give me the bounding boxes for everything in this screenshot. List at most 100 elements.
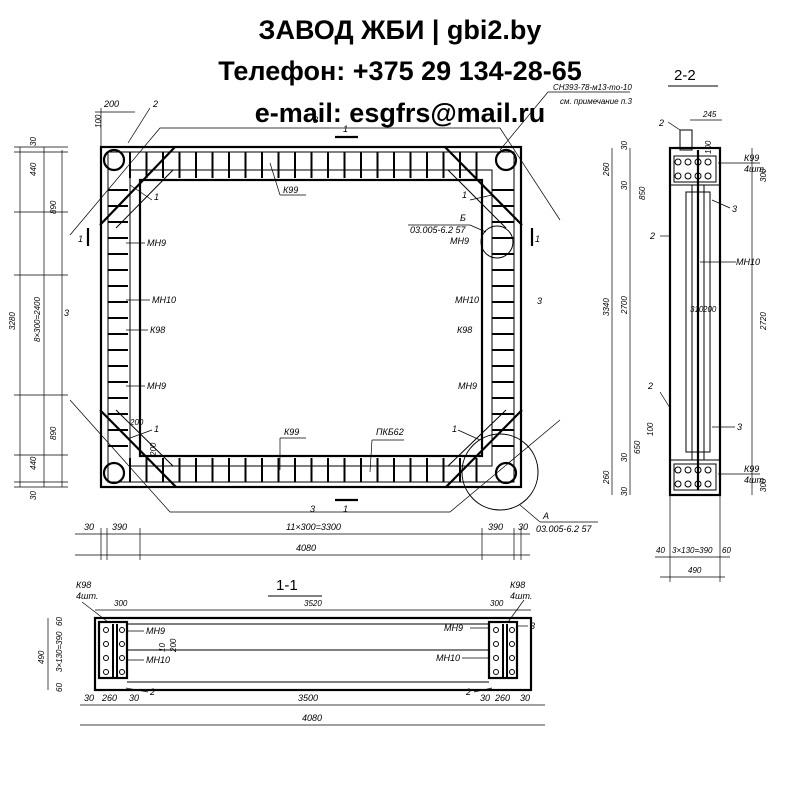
stirrups-bottom — [129, 458, 478, 482]
rebar-dot — [704, 480, 712, 488]
section-1-1-pcs-l: 4шт. — [76, 591, 98, 601]
section-1-1-pos2-r: 2 — [465, 687, 471, 697]
header-email[interactable]: e-mail: esgfrs@mail.ru — [254, 98, 546, 128]
plan-dim-top-200: 200 — [103, 99, 119, 109]
section-1-1-mn9-r: МН9 — [444, 623, 463, 633]
header-company: ЗАВОД ЖБИ | gbi2.by — [258, 15, 542, 45]
section-1-1-dim-t-3520: 3520 — [304, 599, 322, 608]
section-1-1-dim-b-260a: 260 — [101, 693, 117, 703]
section-1-1-dim-l-3x130: 3×130=390 — [55, 631, 64, 672]
section-2-2-dim-r-2720: 2720 — [759, 312, 768, 331]
plan-outer-frame — [99, 145, 523, 489]
plan-dim-bot-11x300: 11×300=3300 — [286, 522, 341, 532]
dim-left-ticks — [14, 146, 68, 488]
section-1-1-pos2-l: 2 — [149, 687, 155, 697]
section-2-2-k99-top: К99 — [744, 153, 759, 163]
section-2-2-pcs-top: 4шт. — [744, 164, 766, 174]
plan-pos3-bot: 3 — [310, 504, 315, 514]
rebar-dot — [684, 158, 692, 166]
plan-dim-left-8x300: 8×300=2400 — [33, 297, 42, 342]
plan-detail-b: Б — [460, 213, 466, 223]
leader-pos1-tr — [469, 194, 493, 201]
section-2-2-pos2-bot: 2 — [647, 381, 653, 391]
stirrup-section — [673, 155, 717, 183]
section-1-1-d200: 200 — [169, 638, 178, 653]
section-2-2-dim-b-490: 490 — [688, 566, 702, 575]
section-2-2-dim-l-30b: 30 — [620, 181, 629, 190]
section-2-2-pos3-top: 3 — [732, 204, 737, 214]
corner-bar-br-b — [447, 409, 507, 467]
plan-dim-bot-390a: 390 — [112, 522, 127, 532]
plan-pos-3-top: 3 — [313, 115, 318, 125]
corner-bar-tr-b — [447, 169, 507, 229]
section-1-1-pcs-r: 4шт. — [510, 591, 532, 601]
plan-rebar-ring-inner — [129, 169, 493, 467]
plan-mn9-r2: МН9 — [458, 381, 477, 391]
section-2-2-pos3-bot: 3 — [737, 422, 742, 432]
section-2-2-dim-l-650: 650 — [633, 440, 642, 454]
section-2-2-dim-r-300a: 300 — [759, 168, 768, 182]
section-2-2-leader-3a — [711, 199, 731, 209]
plan-mn10-l: МН10 — [152, 295, 176, 305]
plan-detail-a-ref: 03.005-6.2 57 — [536, 524, 593, 534]
leader-a — [519, 504, 541, 523]
section-1-1-leader-2l — [125, 687, 149, 693]
rebar-dot — [103, 627, 109, 633]
plan-detail-a: А — [542, 511, 549, 521]
corner-bar-circle-bl — [102, 461, 126, 485]
section-1-1-k98-r: К98 — [510, 580, 525, 590]
section-1-1-dim-b-260b: 260 — [494, 693, 510, 703]
rebar-dot — [103, 669, 109, 675]
plan-pos3-left: 3 — [64, 308, 69, 318]
plan-inner-200b: 200 — [149, 442, 158, 457]
plan-view: 200 100 2 3 1 СН393-78-м13-то-10 см. при… — [8, 83, 632, 560]
rebar-dot — [509, 669, 515, 675]
plan-pos1-tr: 1 — [462, 190, 467, 200]
section-2-2-dim-l-260b: 260 — [602, 470, 611, 485]
rebar-dot — [684, 172, 692, 180]
plan-k99-top: К99 — [283, 185, 298, 195]
section-1-1-dim-b-30a: 30 — [84, 693, 94, 703]
section-2-2-dim-l-100: 100 — [646, 422, 655, 436]
section-1-1: 1-1 К98 4шт. К98 4шт. 300 3520 300 МН9 1… — [37, 577, 545, 726]
section-2-2-d310: 310 — [690, 305, 704, 314]
section-1-1-dim-b-30c: 30 — [480, 693, 490, 703]
plan-cut-1-bot: 1 — [343, 504, 348, 514]
dim-bottom-ticks — [100, 528, 522, 560]
header-phone[interactable]: Телефон: +375 29 134-28-65 — [218, 56, 582, 86]
corner-bar-tr — [444, 146, 523, 226]
leader-pos1-br — [457, 429, 481, 441]
section-2-2-title: 2-2 — [674, 67, 696, 84]
rebar-dot — [119, 627, 125, 633]
section-2-2-pos2-mid: 2 — [649, 231, 655, 241]
corner-bar-circle-br — [494, 461, 518, 485]
plan-cut-1-top: 1 — [343, 124, 348, 134]
section-1-1-dim-b-30d: 30 — [520, 693, 530, 703]
section-1-1-pos3: 3 — [530, 621, 535, 631]
section-1-1-leader-k98-l — [81, 601, 109, 623]
plan-dim-left-890b: 890 — [49, 426, 58, 440]
plan-cut-1-left: 1 — [78, 234, 83, 244]
section-2-2-d200: 200 — [702, 305, 717, 314]
rebar-dot — [674, 466, 682, 474]
rebar-dot — [509, 641, 515, 647]
plan-inner-200a: 200 — [129, 418, 144, 427]
rebar-dot — [509, 655, 515, 661]
detail-circle-a — [461, 433, 539, 511]
section-2-2-loop-top — [679, 129, 693, 151]
plan-k98-r: К98 — [457, 325, 472, 335]
section-2-2-leader-2a — [667, 121, 681, 131]
rebar-dot — [704, 466, 712, 474]
plan-pos1-bl: 1 — [154, 424, 159, 434]
plan-pos3-right: 3 — [537, 296, 542, 306]
plan-pos1-br: 1 — [452, 424, 457, 434]
section-1-1-mn10-r: МН10 — [436, 653, 460, 663]
rebar-dot — [694, 480, 702, 488]
plan-dim-bot-390b: 390 — [488, 522, 503, 532]
rebar-dot — [694, 158, 702, 166]
plan-dim-bot-30b: 30 — [518, 522, 528, 532]
section-2-2-dim-l-30a: 30 — [620, 141, 629, 150]
section-2-2-dim-b-60: 60 — [722, 546, 731, 555]
plan-inner-opening — [138, 178, 484, 458]
